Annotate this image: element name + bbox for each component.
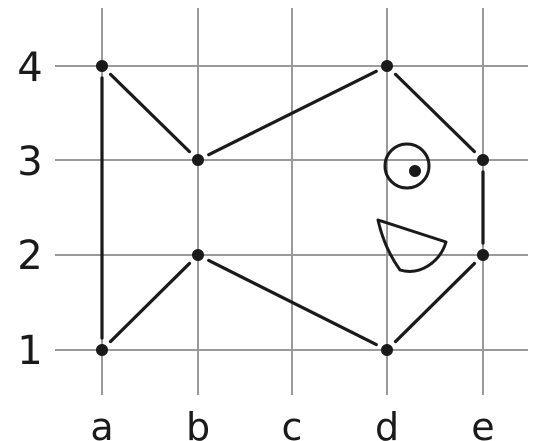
point-a1: [96, 344, 108, 356]
grid-lines: [55, 8, 528, 395]
column-labels: a b c d e: [90, 405, 494, 441]
column-label-b: b: [186, 405, 210, 441]
fish-fin: [378, 220, 446, 271]
row-label-1: 1: [17, 328, 42, 374]
point-d1: [381, 344, 393, 356]
row-label-4: 4: [17, 45, 42, 91]
point-d4: [381, 60, 393, 72]
point-a4: [96, 60, 108, 72]
point-e3: [477, 154, 489, 166]
column-label-c: c: [282, 405, 303, 441]
row-labels: 4 3 2 1: [17, 45, 42, 374]
segment-b2-a1: [111, 263, 190, 341]
row-label-3: 3: [17, 139, 42, 185]
segment-d4-e3: [396, 74, 475, 151]
column-label-a: a: [90, 405, 113, 441]
column-label-d: d: [375, 405, 399, 441]
segment-e2-d1: [396, 263, 475, 341]
point-b3: [192, 154, 204, 166]
row-label-2: 2: [17, 233, 42, 279]
segment-a4-b3: [111, 74, 190, 151]
column-label-e: e: [471, 405, 494, 441]
point-b2: [192, 249, 204, 261]
eye-pupil: [409, 165, 421, 177]
point-e2: [477, 249, 489, 261]
fish-eye: [385, 144, 429, 188]
eye-ring: [385, 144, 429, 188]
